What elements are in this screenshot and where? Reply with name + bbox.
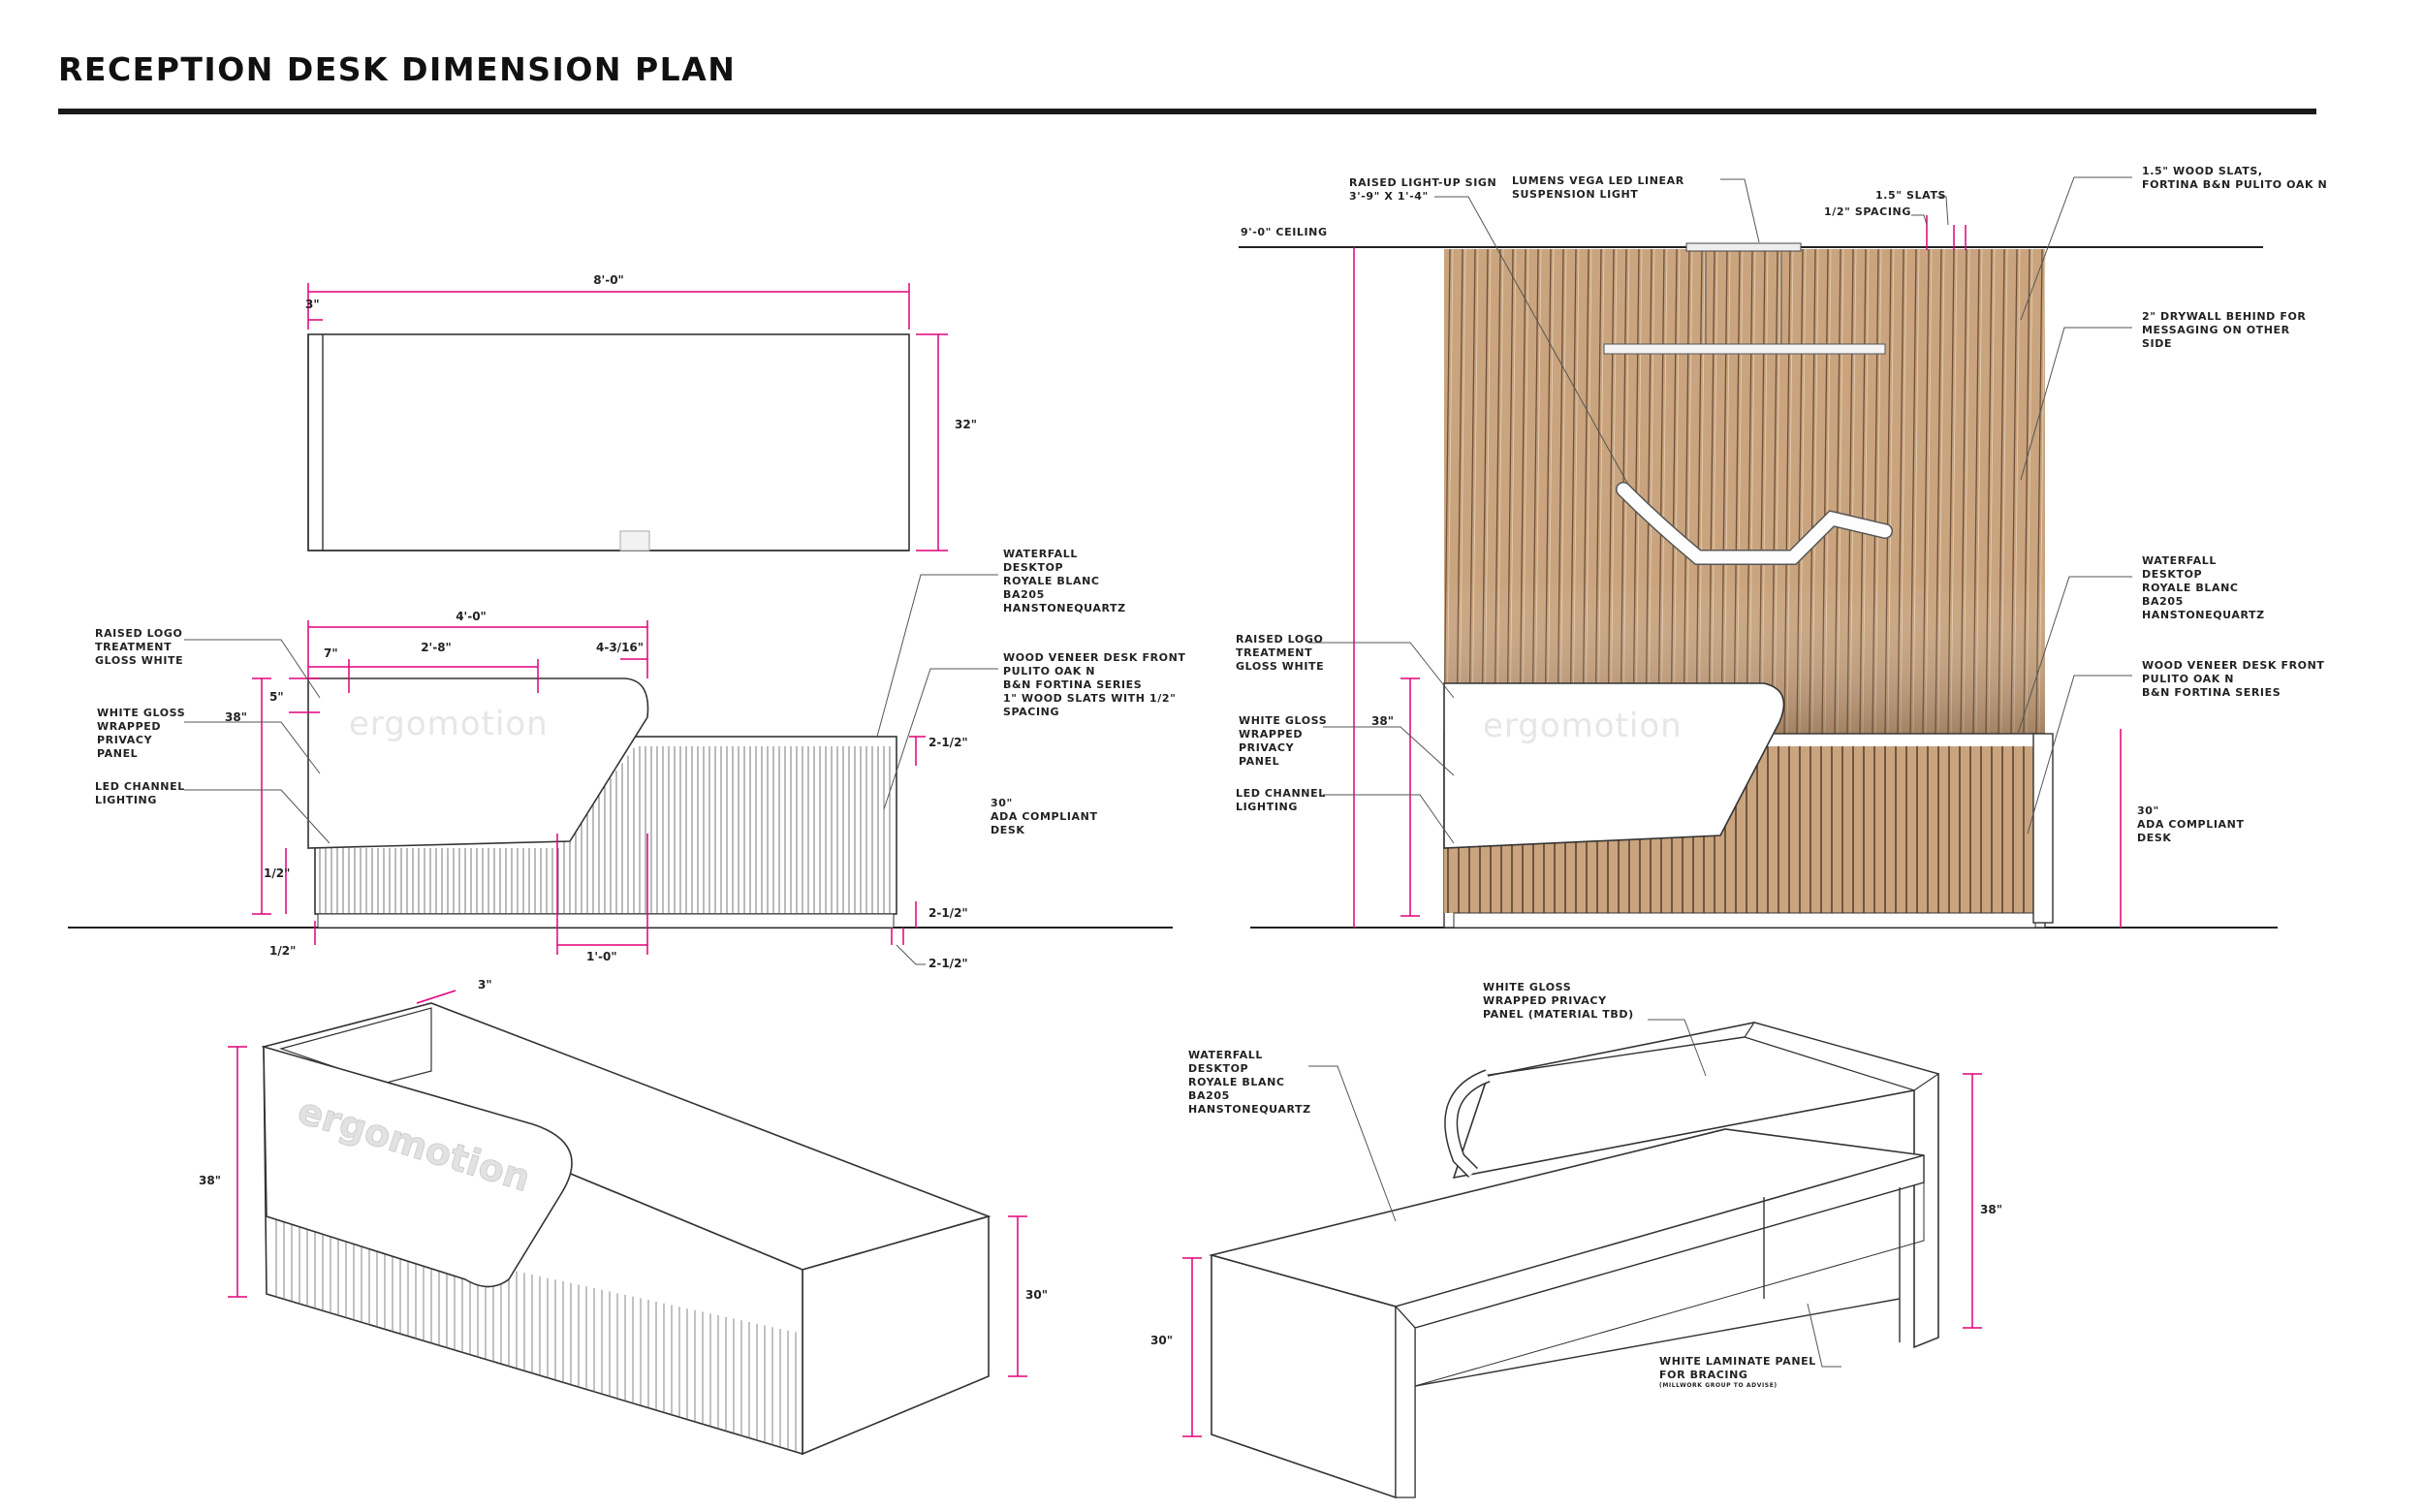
wall-label-waterfall: WATERFALL DESKTOP ROYALE BLANC BA205 HAN… [2142, 554, 2265, 621]
front-dim-38in: 38" [225, 710, 247, 724]
front-label-privacy-panel: WHITE GLOSS WRAPPED PRIVACY PANEL [97, 707, 190, 760]
plan-dim-return: 3" [305, 298, 320, 311]
wall-label-led: LED CHANNEL LIGHTING [1236, 787, 1330, 813]
wall-ceiling-label: 9'-0" CEILING [1241, 226, 1328, 238]
iso-back-label-waterfall: WATERFALL DESKTOP ROYALE BLANC BA205 HAN… [1188, 1049, 1311, 1116]
wall-label-wood-slats: 1.5" WOOD SLATS, FORTINA B&N PULITO OAK … [2142, 165, 2327, 191]
front-label-led: LED CHANNEL LIGHTING [95, 780, 189, 806]
iso-front-dim-3in: 3" [478, 978, 492, 992]
iso-front-view: ergomotion 38" 30" 3" [199, 978, 1048, 1456]
wall-label-ada: 30" ADA COMPLIANT DESK [2137, 804, 2249, 844]
wall-dim-38in: 38" [1371, 714, 1394, 728]
plan-dim-overall-width: 8'-0" [593, 273, 624, 287]
front-elevation-logo: ergomotion [349, 705, 549, 743]
front-dim-2half-base: 2-1/2" [928, 906, 968, 920]
wall-logo: ergomotion [1483, 707, 1683, 745]
wall-label-raised-logo: RAISED LOGO TREATMENT GLOSS WHITE [1236, 633, 1328, 673]
wall-label-veneer: WOOD VENEER DESK FRONT PULITO OAK N B&N … [2142, 659, 2329, 699]
front-dim-logo-width: 4'-0" [456, 610, 487, 623]
wall-label-sign: RAISED LIGHT-UP SIGN 3'-9" X 1'-4" [1349, 176, 1501, 203]
wall-label-light: LUMENS VEGA LED LINEAR SUSPENSION LIGHT [1512, 174, 1688, 201]
front-label-ada: 30" ADA COMPLIANT DESK [991, 797, 1102, 836]
page-title: RECEPTION DESK DIMENSION PLAN [58, 50, 737, 88]
front-dim-half-left: 1/2" [264, 866, 290, 880]
front-dim-2ft8in: 2'-8" [421, 641, 452, 654]
title-rule [58, 109, 2316, 114]
front-dim-7in: 7" [324, 646, 338, 660]
front-label-veneer: WOOD VENEER DESK FRONT PULITO OAK N B&N … [1003, 651, 1190, 718]
front-label-raised-logo: RAISED LOGO TREATMENT GLOSS WHITE [95, 627, 187, 667]
front-dim-4-3-16: 4-3/16" [596, 641, 644, 654]
wall-elevation: ergomotion 38" 9'-0" CEILING RAISED LIGH… [1236, 165, 2329, 929]
iso-front-dim-30in: 30" [1025, 1288, 1048, 1302]
front-dim-half-bottom: 1/2" [269, 944, 296, 958]
front-dim-5in: 5" [269, 690, 284, 704]
wall-label-spacing: 1/2" SPACING [1824, 205, 1911, 218]
wall-label-slats: 1.5" SLATS [1875, 189, 1946, 202]
iso-back-dim-30in: 30" [1150, 1334, 1173, 1347]
wall-label-privacy-panel: WHITE GLOSS WRAPPED PRIVACY PANEL [1239, 714, 1332, 768]
front-dim-1ft: 1'-0" [586, 950, 617, 963]
front-elevation-slats [319, 746, 891, 914]
iso-back-label-bracing: WHITE LAMINATE PANEL FOR BRACING [1659, 1355, 1820, 1381]
iso-back-dim-38in: 38" [1980, 1203, 2002, 1216]
plan-view: 8'-0" 3" 32" [305, 273, 977, 551]
wall-label-drywall: 2" DRYWALL BEHIND FOR MESSAGING ON OTHER… [2142, 310, 2311, 350]
plan-dim-depth: 32" [955, 418, 977, 431]
iso-back-label-bracing-note: (MILLWORK GROUP TO ADVISE) [1659, 1382, 1778, 1389]
front-dim-2half-bottom: 2-1/2" [928, 957, 968, 970]
iso-front-dim-38in: 38" [199, 1174, 221, 1187]
iso-back-view: 30" 38" WHITE GLOSS WRAPPED PRIVACY PANE… [1150, 981, 2002, 1499]
front-elevation: ergomotion 4'-0" 7" 2'-8" 4-3/16" 5" 38"… [68, 548, 1190, 970]
iso-back-label-privacy-panel: WHITE GLOSS WRAPPED PRIVACY PANEL (MATER… [1483, 981, 1634, 1021]
front-label-waterfall: WATERFALL DESKTOP ROYALE BLANC BA205 HAN… [1003, 548, 1126, 614]
front-dim-2half-top: 2-1/2" [928, 736, 968, 749]
